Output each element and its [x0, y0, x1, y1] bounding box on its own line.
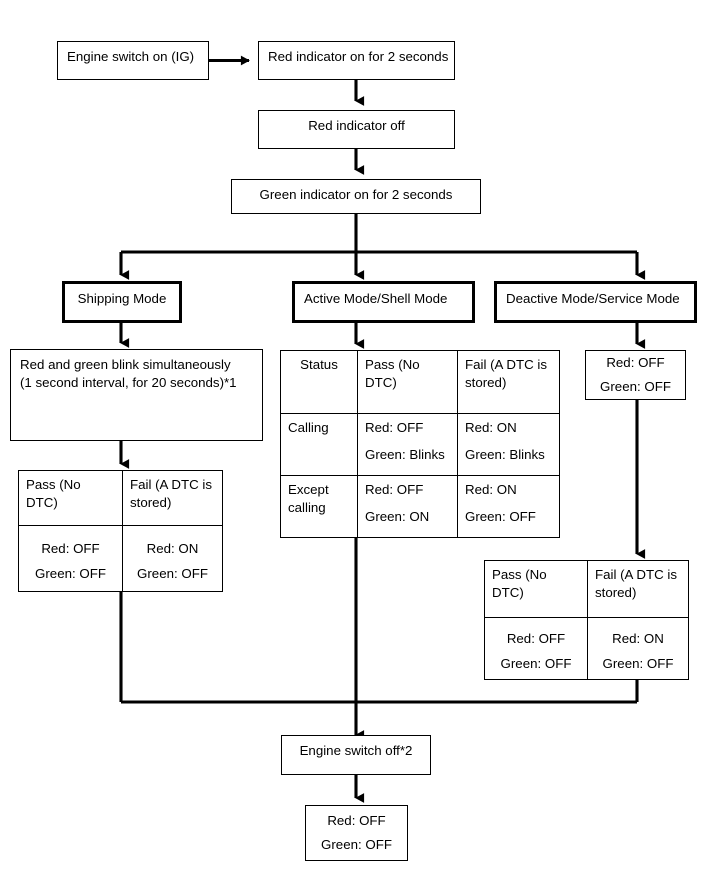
active-calling-pass: Red: OFF Green: Blinks	[357, 414, 457, 475]
node-shipping-mode[interactable]: Shipping Mode	[62, 281, 182, 323]
final-status-green: Green: OFF	[321, 837, 392, 852]
shipping-result-table: Pass (No DTC) Fail (A DTC is stored) Red…	[18, 470, 223, 592]
shipping-header-pass: Pass (No DTC)	[26, 477, 81, 510]
green-indicator-on-label: Green indicator on for 2 seconds	[259, 187, 453, 202]
node-green-indicator-on[interactable]: Green indicator on for 2 seconds	[231, 179, 481, 214]
node-engine-switch-off[interactable]: Engine switch off*2	[281, 735, 431, 775]
blink-line-2: (1 second interval, for 20 seconds)*1	[20, 374, 237, 390]
engine-switch-on-label: Engine switch on (IG)	[67, 49, 195, 64]
active-result-table: Status Pass (No DTC) Fail (A DTC is stor…	[280, 350, 560, 538]
final-status-red: Red: OFF	[327, 813, 386, 829]
blink-line-1: Red and green blink simultaneously	[20, 357, 231, 372]
shipping-fail-values: Red: ON Green: OFF	[122, 526, 222, 591]
deactive-header-fail: Fail (A DTC is stored)	[587, 561, 688, 617]
table-row: Red: OFF Green: OFF Red: ON Green: OFF	[19, 525, 222, 591]
active-mode-label: Active Mode/Shell Mode	[304, 291, 448, 306]
node-engine-switch-on[interactable]: Engine switch on (IG)	[57, 41, 209, 80]
active-calling-fail: Red: ON Green: Blinks	[457, 414, 559, 475]
table-row: Calling Red: OFF Green: Blinks Red: ON G…	[281, 413, 559, 475]
active-except-fail: Red: ON Green: OFF	[457, 476, 559, 537]
active-except-pass: Red: OFF Green: ON	[357, 476, 457, 537]
shipping-mode-label: Shipping Mode	[77, 291, 167, 306]
active-row-label-calling: Calling	[288, 420, 329, 435]
node-blink-description[interactable]: Red and green blink simultaneously (1 se…	[10, 349, 263, 441]
deactive-fail-values: Red: ON Green: OFF	[587, 618, 688, 679]
active-header-fail: Fail (A DTC is stored)	[457, 351, 559, 413]
active-row-label-except-calling: Except calling	[288, 482, 329, 515]
shipping-pass-values: Red: OFF Green: OFF	[35, 540, 106, 581]
red-indicator-on-label: Red indicator on for 2 seconds	[268, 49, 449, 64]
node-final-status[interactable]: Red: OFF Green: OFF	[305, 805, 408, 861]
node-deactive-mode[interactable]: Deactive Mode/Service Mode	[494, 281, 697, 323]
table-row: Pass (No DTC) Fail (A DTC is stored)	[485, 561, 688, 617]
table-row: Red: OFF Green: OFF Red: ON Green: OFF	[485, 617, 688, 679]
table-row: Except calling Red: OFF Green: ON Red: O…	[281, 475, 559, 537]
red-indicator-off-label: Red indicator off	[308, 118, 405, 133]
node-red-indicator-off[interactable]: Red indicator off	[258, 110, 455, 149]
deactive-status-red: Red: OFF	[606, 355, 665, 371]
deactive-result-table: Pass (No DTC) Fail (A DTC is stored) Red…	[484, 560, 689, 680]
table-row: Pass (No DTC) Fail (A DTC is stored)	[19, 471, 222, 525]
deactive-status-green: Green: OFF	[600, 379, 671, 394]
deactive-mode-label: Deactive Mode/Service Mode	[506, 291, 680, 306]
table-row: Status Pass (No DTC) Fail (A DTC is stor…	[281, 351, 559, 413]
node-active-mode[interactable]: Active Mode/Shell Mode	[292, 281, 475, 323]
node-deactive-status[interactable]: Red: OFF Green: OFF	[585, 350, 686, 400]
shipping-header-fail: Fail (A DTC is stored)	[122, 471, 222, 525]
active-header-pass: Pass (No DTC)	[357, 351, 457, 413]
node-red-indicator-on[interactable]: Red indicator on for 2 seconds	[258, 41, 455, 80]
engine-switch-off-label: Engine switch off*2	[299, 743, 413, 758]
deactive-pass-values: Red: OFF Green: OFF	[500, 630, 572, 671]
active-header-status: Status	[300, 357, 338, 372]
deactive-header-pass: Pass (No DTC)	[492, 567, 547, 600]
